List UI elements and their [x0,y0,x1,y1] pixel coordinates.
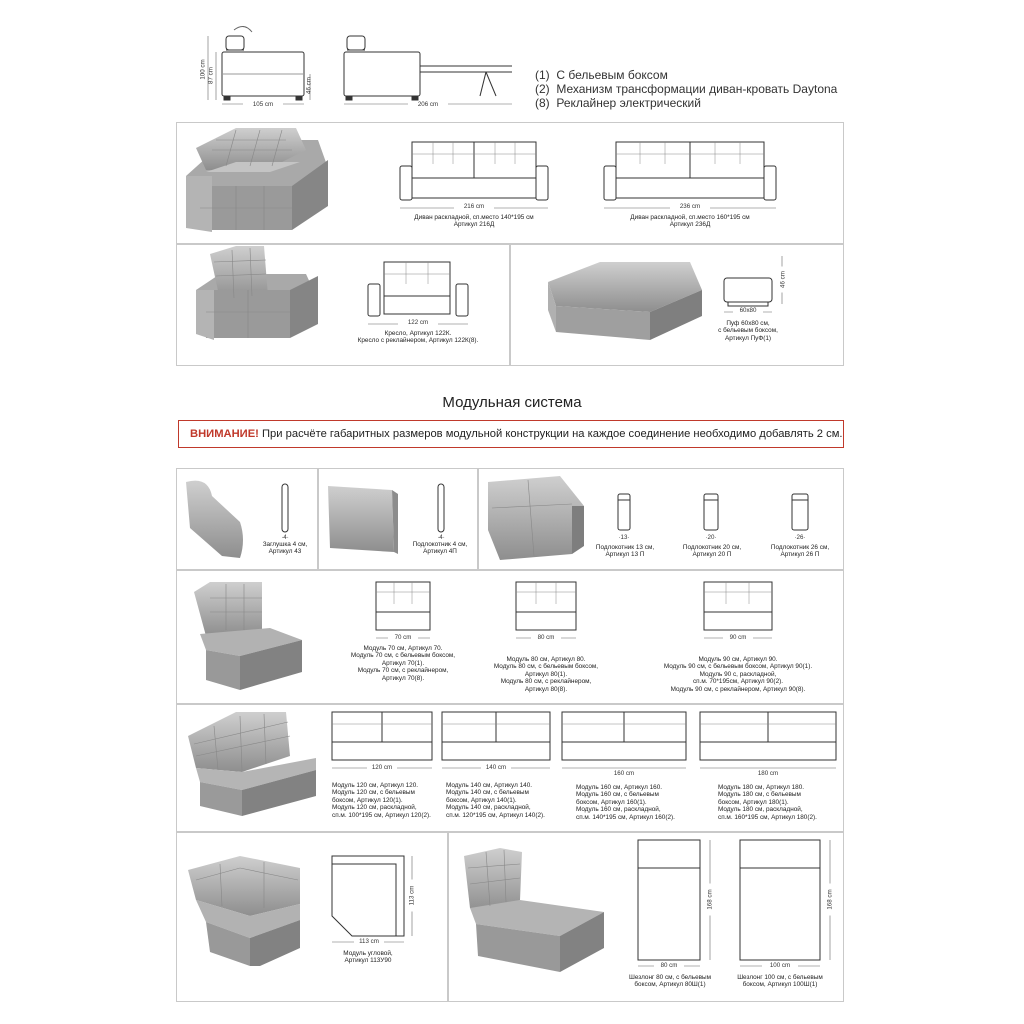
armchair-caption: Кресло, Артикул 122К.Кресло с реклайнеро… [357,330,479,345]
chaise100-height: 168 cm [826,883,834,916]
width-105-label: 105 cm [243,101,283,108]
m120-caption: Модуль 120 см, Артикул 120.Модуль 120 см… [332,782,431,819]
m160-width: 160 cm [609,770,639,777]
corner-width: 113 cm [354,938,384,945]
notice-text: ВНИМАНИЕ! При расчёте габаритных размеро… [190,428,843,440]
m180-width: 180 cm [753,770,783,777]
pouf-panel [510,244,844,366]
arm26-caption: Подлокотник 26 см,Артикул 26 П [770,544,830,559]
armchair-image [196,246,318,340]
pouf-width: 60x80 [733,307,763,314]
arm26-dim: ·26· [794,534,806,541]
m70-caption: Модуль 70 см, Артикул 70.Модуль 70 см, с… [350,645,456,682]
m180-caption: Модуль 180 см, Артикул 180.Модуль 180 см… [718,784,817,821]
sofa236-width: 236 cm [670,203,710,210]
single-modules-panel [176,570,844,704]
arms-panel [478,468,844,570]
armchair-panel [176,244,510,366]
legend-item-2: (2) Механизм трансформации диван-кровать… [535,82,838,96]
legend-item-8: (8) Реклайнер электрический [535,96,701,110]
section-title: Модульная система [442,394,582,411]
m80-width: 80 cm [531,634,561,641]
sofa216-width: 216 cm [454,203,494,210]
plug-caption: Заглушка 4 см,Артикул 43 [262,541,308,556]
m160-caption: Модуль 160 см, Артикул 160.Модуль 160 см… [576,784,675,821]
m120-width: 120 cm [367,764,397,771]
pouf-caption: Пуф 60x80 см,с бельевым боксом,Артикул П… [718,320,778,342]
chaise80-width: 80 cm [654,962,684,969]
arm20-dim: ·20· [705,534,717,541]
legend: (1) С бельевым боксом (2) Механизм транс… [535,68,837,110]
m90-width: 90 cm [723,634,753,641]
legend-item-1: (1) С бельевым боксом [535,68,668,82]
sofa-panel [176,122,844,244]
chaise100-width: 100 cm [762,962,798,969]
width-206-label: 206 cm [408,101,448,108]
m90-caption: Модуль 90 см, Артикул 90.Модуль 90 см, с… [663,656,813,693]
plug-panel [176,468,318,570]
chaise80-height: 168 cm [706,883,714,916]
chaise-panel [448,832,844,1002]
m140-caption: Модуль 140 см, Артикул 140.Модуль 140 см… [446,782,545,819]
plug-dim: ·4· [281,534,289,541]
m140-width: 140 cm [481,764,511,771]
arm4-caption: Подлокотник 4 см,Артикул 4П [412,541,468,556]
arm4-panel [318,468,478,570]
m70-width: 70 cm [388,634,418,641]
arm20-caption: Подлокотник 20 см,Артикул 20 П [682,544,742,559]
corner-caption: Модуль угловой,Артикул 113У90 [343,950,393,965]
double-modules-panel [176,704,844,832]
m80-caption: Модуль 80 см, Артикул 80.Модуль 80 см, с… [493,656,599,693]
arm13-caption: Подлокотник 13 см,Артикул 13 П [595,544,655,559]
sofa-image [186,128,328,232]
corner-panel [176,832,448,1002]
arm4-dim: ·4· [437,534,445,541]
pouf-image [548,262,702,340]
corner-height: 113 cm [408,879,416,912]
notice-warning: ВНИМАНИЕ! [190,428,259,440]
notice-box [178,420,844,448]
armchair-width: 122 cm [398,319,438,326]
arm13-dim: ·13· [618,534,630,541]
